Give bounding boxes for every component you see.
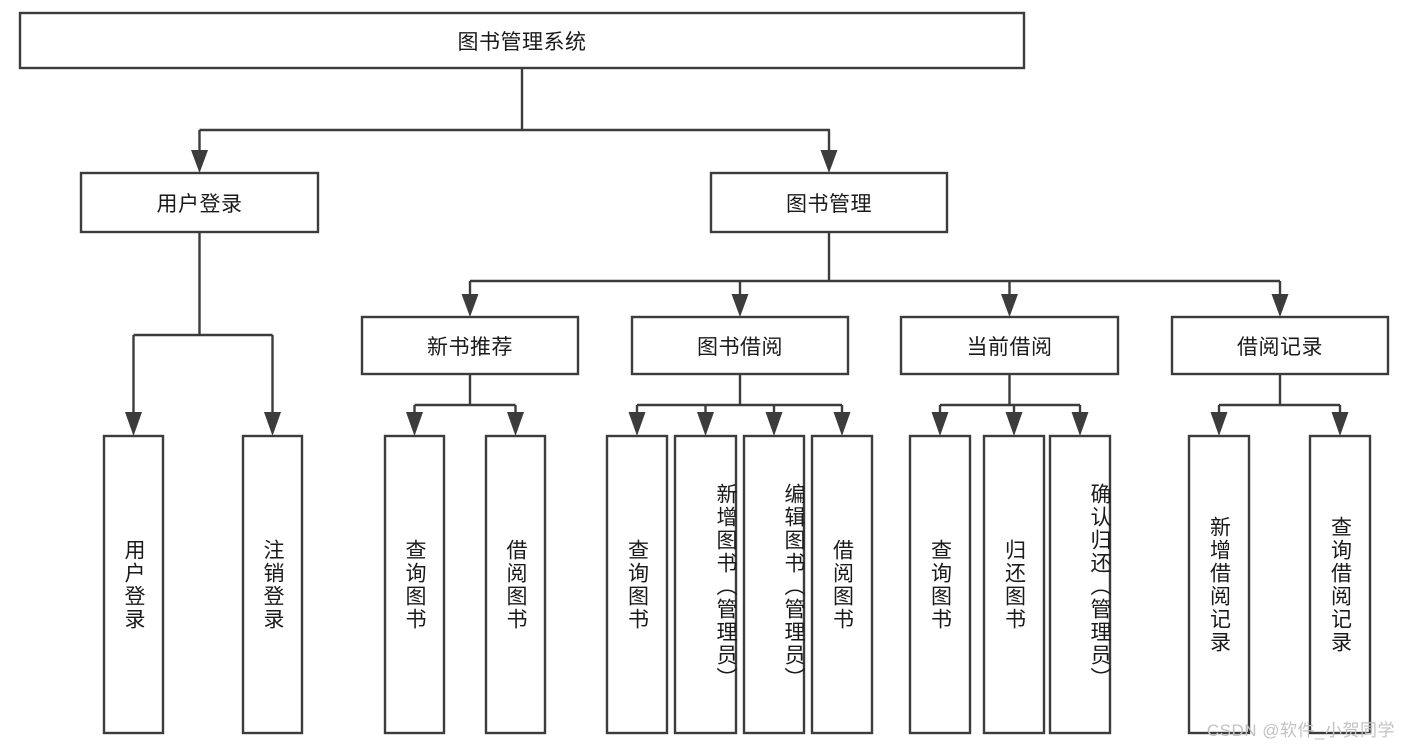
node-current-borrow[interactable]	[899, 315, 1120, 376]
leaf-box[interactable]	[383, 434, 446, 735]
arrow-head-icon	[191, 150, 208, 173]
leaf-box[interactable]	[605, 434, 669, 735]
arrow-head-icon	[931, 412, 949, 436]
arrow-head-icon	[1210, 412, 1228, 436]
node-borrow-record[interactable]	[1170, 315, 1390, 376]
leaf-box[interactable]	[1308, 434, 1372, 735]
connector-book-management-branch	[461, 232, 1289, 317]
arrow-head-icon	[765, 412, 783, 436]
node-book-management[interactable]	[709, 171, 949, 234]
node-root[interactable]	[18, 11, 1026, 70]
arrow-head-icon	[1005, 412, 1023, 436]
arrow-head-icon	[731, 294, 749, 317]
leaf-box[interactable]	[102, 434, 165, 735]
leaf-box[interactable]	[673, 434, 738, 735]
connector-new-book-branch	[406, 374, 524, 436]
connector-root-branch	[191, 68, 838, 173]
leaf-box[interactable]	[982, 434, 1046, 735]
leaf-box[interactable]	[1048, 434, 1112, 735]
connector-current-borrow-branch	[931, 374, 1089, 436]
node-user-login[interactable]	[79, 171, 320, 234]
arrow-head-icon	[1331, 412, 1349, 436]
node-new-book-recommend[interactable]	[360, 315, 580, 376]
arrow-head-icon	[697, 412, 714, 436]
leaf-box[interactable]	[908, 434, 972, 735]
leaf-box[interactable]	[810, 434, 874, 735]
leaf-box[interactable]	[241, 434, 304, 735]
connector-borrow-record-branch	[1210, 374, 1349, 436]
leaf-box[interactable]	[1187, 434, 1251, 735]
arrow-head-icon	[507, 412, 524, 436]
arrow-head-icon	[461, 294, 479, 317]
connector-user-login-branch	[125, 232, 281, 436]
arrow-head-icon	[820, 150, 838, 173]
arrow-head-icon	[833, 412, 851, 436]
connector-book-borrow-branch	[628, 374, 851, 436]
node-book-borrow[interactable]	[630, 315, 850, 376]
leaf-box[interactable]	[742, 434, 806, 735]
arrow-head-icon	[1001, 294, 1018, 317]
arrow-head-icon	[125, 412, 142, 436]
arrow-head-icon	[1271, 294, 1289, 317]
arrow-head-icon	[406, 412, 423, 436]
leaf-box[interactable]	[484, 434, 547, 735]
arrow-head-icon	[1071, 412, 1089, 436]
arrow-head-icon	[628, 412, 646, 436]
arrow-head-icon	[264, 412, 281, 436]
